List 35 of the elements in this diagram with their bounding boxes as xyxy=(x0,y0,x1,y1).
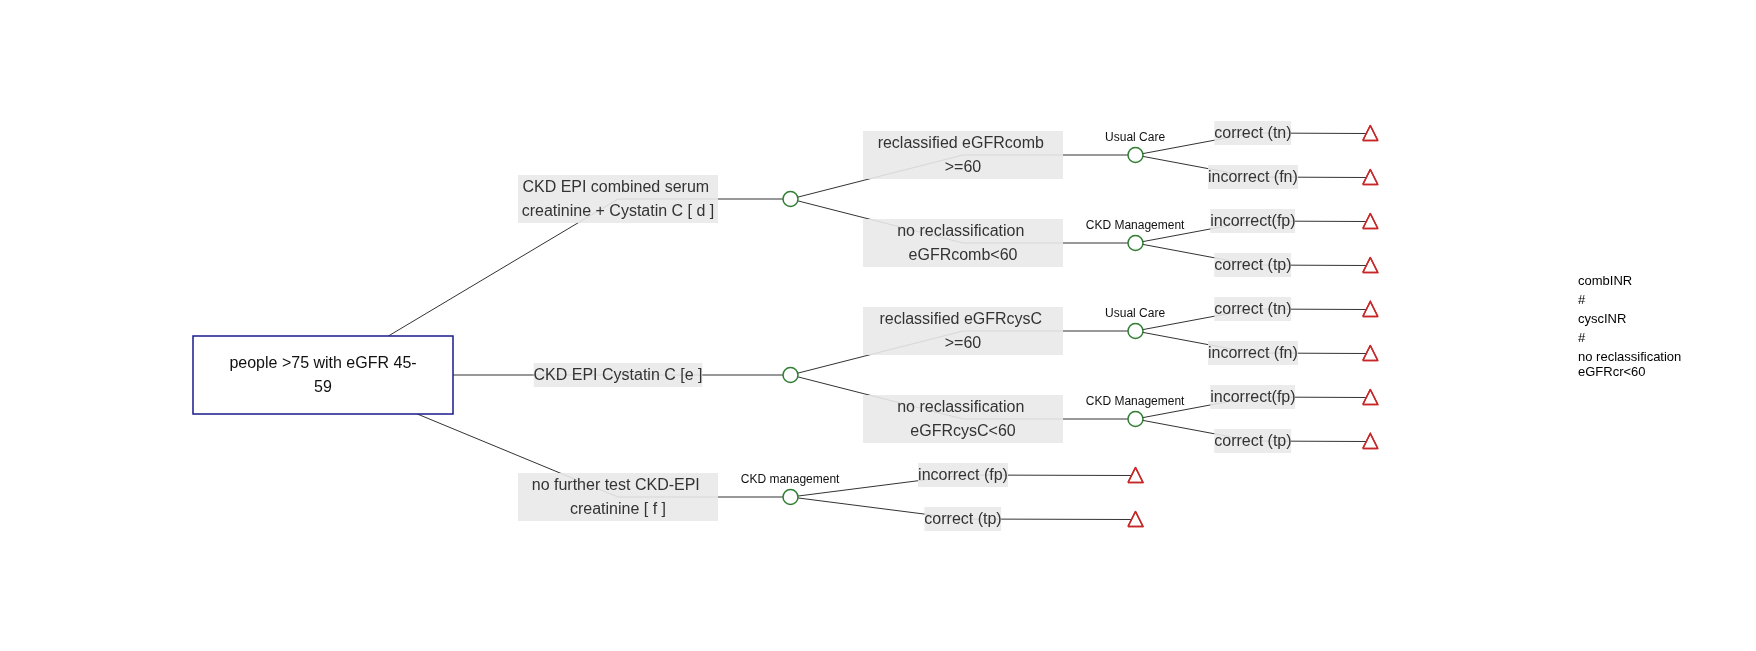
strategy-label: CKD Management xyxy=(1085,394,1185,408)
strategy-label: Usual Care xyxy=(1105,130,1166,144)
edge-label: incorrect (fp) xyxy=(917,465,1008,483)
edge-label: incorrect(fp) xyxy=(1209,211,1296,229)
note-label: # xyxy=(1578,329,1587,345)
node-circle xyxy=(1126,322,1144,339)
node-circle xyxy=(781,488,799,505)
edge-label: correct (tp) xyxy=(923,509,1002,527)
strategy-label: Usual Care xyxy=(1105,306,1166,320)
edge-label: reclassified eGFRcysC >=60 xyxy=(879,309,1042,351)
edge-label: incorrect (fn) xyxy=(1207,167,1298,185)
node-circle xyxy=(781,366,799,383)
edge-label: correct (tp) xyxy=(1213,255,1292,273)
node-circle xyxy=(1126,146,1144,163)
note-label: # xyxy=(1578,291,1587,307)
edge-label: no reclassification eGFRcomb<60 xyxy=(896,221,1024,263)
note-label: cyscINR xyxy=(1578,310,1628,326)
note-label: combINR xyxy=(1578,272,1634,288)
edge-label: no reclassification eGFRcysC<60 xyxy=(896,397,1024,439)
edge-label: incorrect(fp) xyxy=(1209,387,1296,405)
edge-label: incorrect (fn) xyxy=(1207,343,1298,361)
edge-label: correct (tn) xyxy=(1213,123,1292,141)
node-circle xyxy=(1126,234,1144,251)
note-label: no reclassification eGFRcr<60 xyxy=(1578,348,1683,379)
node-circle xyxy=(1126,410,1144,427)
edge-label: CKD EPI Cystatin C [e ] xyxy=(533,365,703,383)
strategy-label: CKD Management xyxy=(1085,218,1185,232)
edge-label: CKD EPI combined serum creatinine + Cystatin C [ d ] xyxy=(521,177,714,219)
edge-label: correct (tp) xyxy=(1213,431,1292,449)
edge-label: no further test CKD-EPI creatinine [ f ] xyxy=(531,475,700,517)
edge-label: correct (tn) xyxy=(1213,299,1292,317)
strategy-label: CKD management xyxy=(740,472,840,486)
node-box: people >75 with eGFR 45-59 xyxy=(191,334,454,415)
node-circle xyxy=(781,190,799,207)
edge-label: reclassified eGFRcomb >=60 xyxy=(877,133,1044,175)
